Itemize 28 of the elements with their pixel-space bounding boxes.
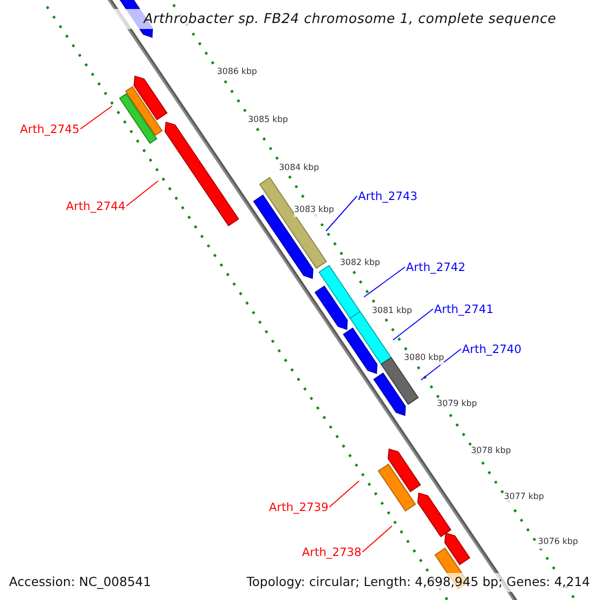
gene-label: Arth_2745 [20, 122, 80, 136]
leader-line [364, 266, 406, 298]
tick-label: 3077 kbp [504, 491, 544, 504]
tick-label: 3081 kbp [372, 305, 412, 318]
tick-label: 3078 kbp [471, 445, 512, 458]
footer-text: Topology: circular; Length: 4,698,945 bp; Genes: 4,214 [246, 573, 590, 592]
tick-label: 3086 kbp [217, 66, 258, 79]
leader-line [392, 308, 434, 340]
leader-line [326, 196, 358, 232]
tick-label: 3084 kbp [279, 162, 320, 175]
tick-label: 3076 kbp [538, 536, 578, 549]
leader-line [126, 180, 158, 206]
tick-label: 3085 kbp [248, 114, 288, 127]
leader-line [420, 348, 462, 380]
gene-label: Arth_2741 [434, 302, 494, 316]
tick-label: 3079 kbp [437, 398, 478, 411]
gene-label: Arth_2742 [406, 260, 466, 274]
leader-line [80, 106, 112, 130]
tick-label: 3082 kbp [340, 257, 380, 270]
leader-line [362, 526, 392, 552]
gene-label: Arth_2740 [462, 342, 522, 356]
gene-label: Arth_2739 [269, 500, 328, 514]
gene-label: Arth_2744 [66, 199, 126, 213]
leader-line [328, 480, 360, 508]
gene-label: Arth_2738 [302, 545, 362, 559]
gene-label: Arth_2743 [358, 189, 418, 203]
tick-label: 3083 kbp [294, 204, 334, 217]
tick-label: 3080 kbp [404, 352, 444, 365]
